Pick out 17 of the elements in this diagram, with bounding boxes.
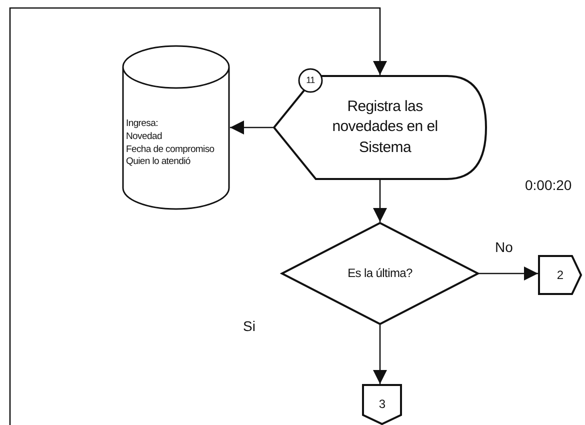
edge-label: No <box>495 239 513 255</box>
node-text: Quien lo atendió <box>126 156 190 170</box>
note-text: Si <box>243 318 256 334</box>
node-text: Novedad <box>126 130 162 144</box>
node-text: 11 <box>306 74 315 87</box>
node-text: Ingresa: <box>126 118 158 131</box>
note-text: 0:00:20 <box>525 177 572 193</box>
arrow <box>373 325 387 384</box>
node-text: Fecha de compromiso <box>126 144 214 156</box>
arrow <box>230 120 273 134</box>
arrow <box>9 7 387 425</box>
node-text: Registra las novedades en el Sistema <box>331 97 439 158</box>
node-text: 2 <box>556 266 564 284</box>
arrow <box>373 180 387 222</box>
node-text: Es la última? <box>348 265 412 282</box>
arrow <box>479 266 538 280</box>
node-text: 3 <box>378 396 386 413</box>
